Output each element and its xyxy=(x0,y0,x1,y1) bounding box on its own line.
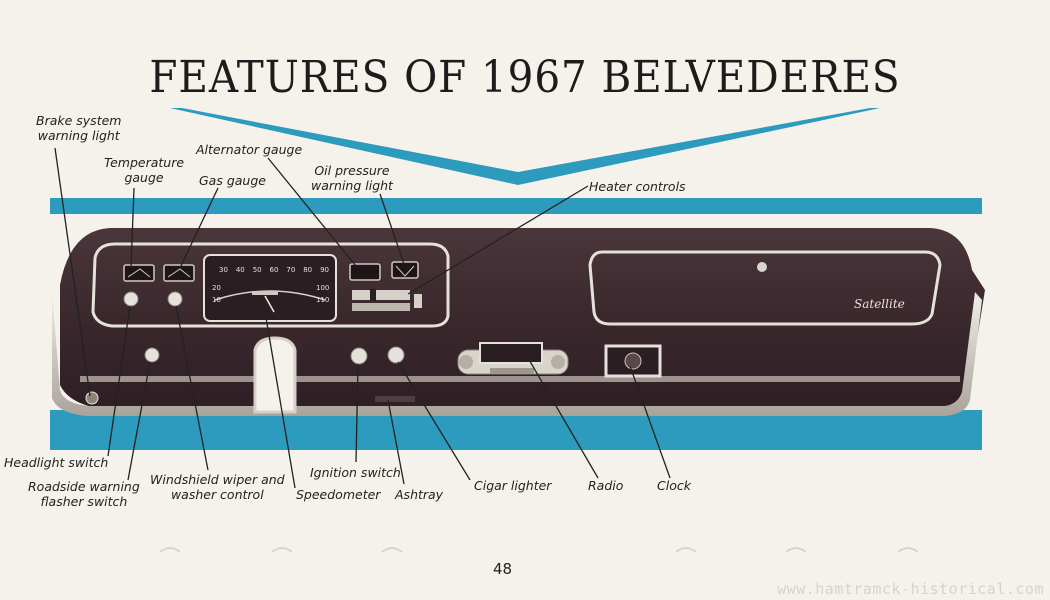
speedometer-right-numbers: 100 110 xyxy=(316,282,329,306)
label-headlight-switch: Headlight switch xyxy=(4,455,109,470)
cigar-lighter xyxy=(387,346,405,364)
label-heater-controls: Heater controls xyxy=(589,179,686,194)
speedometer-numeral: 50 xyxy=(252,266,262,274)
headlight-switch-knob xyxy=(123,291,139,307)
alternator-gauge xyxy=(349,263,381,281)
gas-gauge xyxy=(163,264,195,282)
flasher-switch-knob xyxy=(144,347,160,363)
speedometer-numeral: 30 xyxy=(219,266,228,274)
label-ignition-switch: Ignition switch xyxy=(310,465,401,480)
label-gas-gauge: Gas gauge xyxy=(199,173,266,188)
speedometer-window xyxy=(203,254,337,322)
ignition-switch xyxy=(350,347,368,365)
brake-light xyxy=(85,391,99,405)
label-ashtray: Ashtray xyxy=(395,487,444,502)
page-number: 48 xyxy=(493,560,513,578)
label-speedometer: Speedometer xyxy=(296,487,381,502)
speedometer-numeral: 110 xyxy=(316,296,330,304)
temperature-gauge xyxy=(123,264,155,282)
speedometer-numeral: 60 xyxy=(269,266,279,274)
label-clock: Clock xyxy=(657,478,691,493)
oil-pressure-light xyxy=(391,261,419,279)
speedometer-numeral: 80 xyxy=(303,266,313,274)
steering-column-notch xyxy=(253,336,297,414)
speedometer-numeral: 90 xyxy=(320,266,329,274)
wiper-knob xyxy=(167,291,183,307)
speedometer-numeral: 10 xyxy=(212,296,221,304)
label-alternator-gauge: Alternator gauge xyxy=(196,142,303,157)
lower-blue-band xyxy=(50,410,982,450)
label-cigar-lighter: Cigar lighter xyxy=(474,478,552,493)
glove-box-lock xyxy=(757,262,767,272)
heater-controls xyxy=(352,290,410,300)
speedometer-top-numbers: 30 40 50 60 70 80 90 xyxy=(219,266,329,274)
glove-box xyxy=(588,250,942,326)
upper-blue-band xyxy=(50,198,982,214)
speedometer-numeral: 40 xyxy=(235,266,245,274)
page-title: FEATURES OF 1967 BELVEDERES xyxy=(149,52,901,103)
cluster-bezel xyxy=(91,242,450,328)
speedometer-numeral: 20 xyxy=(212,284,221,292)
speedometer-numeral: 70 xyxy=(286,266,296,274)
label-radio: Radio xyxy=(588,478,624,493)
speedometer-needle xyxy=(264,295,275,313)
satellite-emblem: Satellite xyxy=(854,297,905,311)
watermark: www.hamtramck-historical.com xyxy=(777,580,1044,598)
speedometer-numeral: 100 xyxy=(316,284,330,292)
